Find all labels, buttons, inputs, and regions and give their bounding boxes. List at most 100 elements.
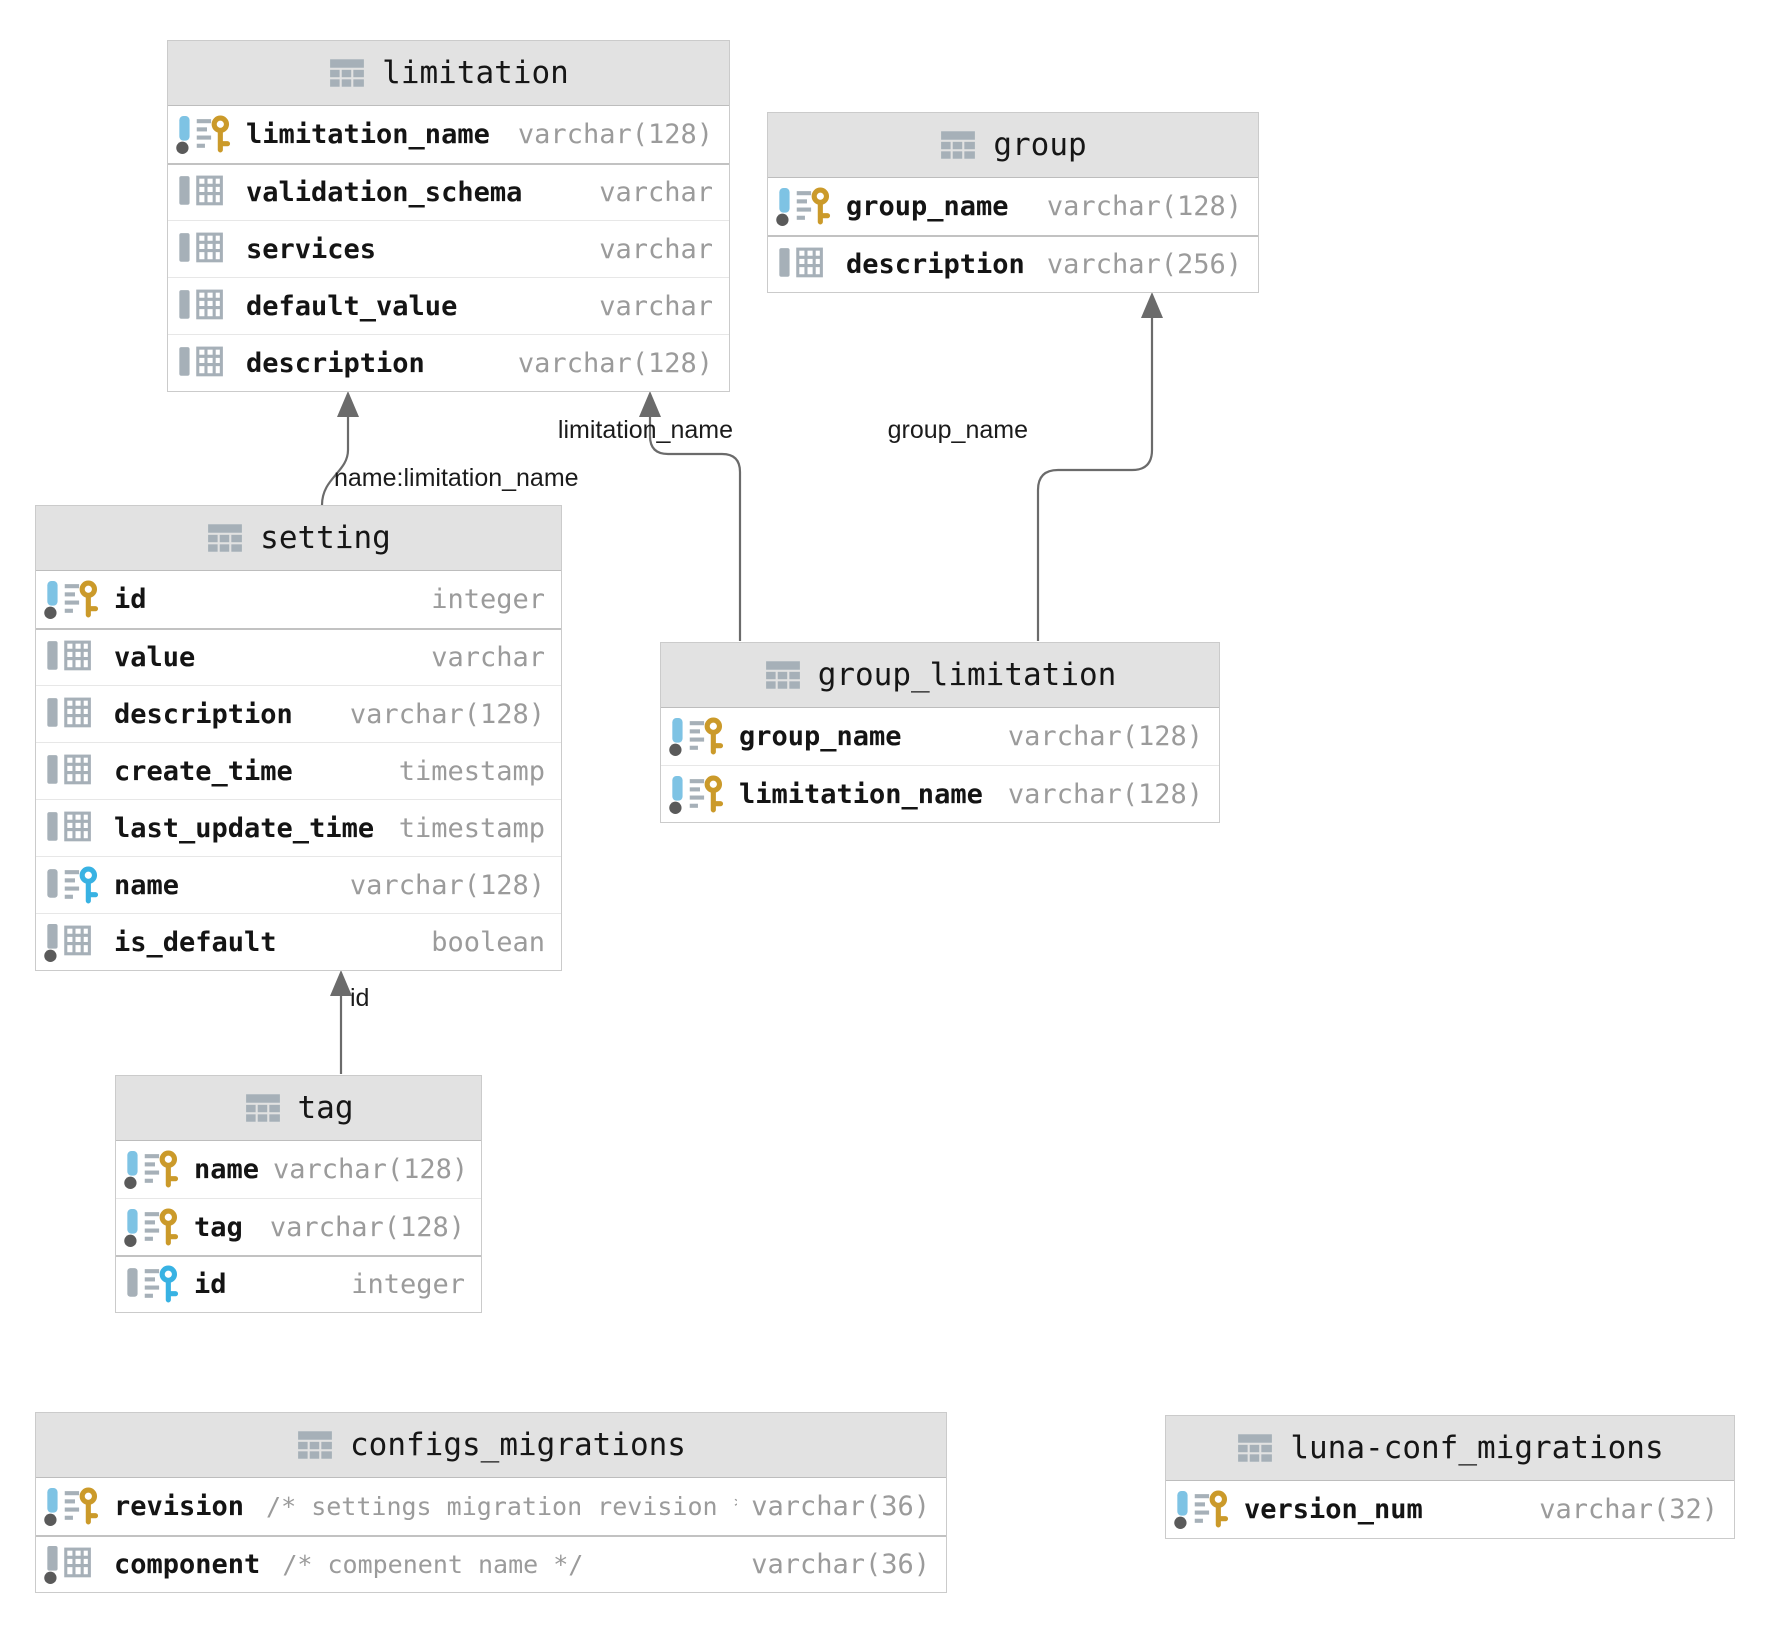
table-icon: [1236, 1431, 1274, 1465]
column-notnull-icon: [42, 922, 114, 963]
column-icon: [174, 172, 246, 213]
relationship-edge-tag-to-setting[interactable]: id: [330, 970, 369, 1074]
column-type: varchar(128): [1007, 721, 1203, 752]
column-name: value: [114, 642, 196, 673]
edge-line: [1036, 318, 1154, 641]
table-configs_migrations[interactable]: configs_migrations revision/* set: [35, 1412, 947, 1593]
relationship-edge-setting-to-limitation[interactable]: name:limitation_name: [320, 391, 579, 506]
table-title: group_limitation: [817, 657, 1117, 693]
table-header: configs_migrations: [36, 1413, 946, 1478]
column-icon: [174, 286, 246, 327]
edge-arrowhead: [337, 391, 359, 417]
column-type: varchar(128): [349, 698, 545, 730]
column-type: varchar(128): [1046, 191, 1242, 222]
column-name: create_time: [114, 755, 293, 787]
column-row: description varchar(256): [768, 235, 1258, 292]
column-row: default_value varchar: [168, 277, 729, 334]
edge-label: id: [350, 984, 369, 1012]
primary-key-icon: [667, 774, 739, 815]
column-icon: [42, 808, 114, 849]
column-comment: /* settings migration revision */: [266, 1492, 738, 1521]
column-type: varchar: [599, 233, 713, 265]
table-title: luna-conf_migrations: [1290, 1430, 1664, 1466]
column-row: description varchar(128): [36, 685, 561, 742]
table-icon: [328, 56, 366, 90]
edge-arrowhead: [330, 970, 352, 996]
column-row: group_name varchar(128): [768, 178, 1258, 235]
column-type: varchar(128): [273, 1154, 469, 1185]
primary-key-icon: [42, 1486, 114, 1527]
edge-line: [648, 417, 742, 641]
column-name: version_num: [1244, 1494, 1423, 1525]
table-icon: [206, 521, 244, 555]
column-icon: [42, 637, 114, 678]
relationship-edge-group_limitation-to-group[interactable]: group_name: [888, 292, 1163, 641]
table-title: group: [993, 127, 1087, 163]
primary-key-icon: [774, 186, 846, 227]
column-row: version_num varchar(32): [1166, 1481, 1734, 1538]
column-icon: [42, 694, 114, 735]
column-name: revision: [114, 1491, 245, 1522]
column-type: varchar: [599, 290, 713, 322]
column-name: default_value: [246, 290, 458, 322]
column-row: component /* compenent name */ varchar(36): [36, 1535, 946, 1592]
column-name: description: [246, 347, 425, 379]
column-name: name: [114, 869, 180, 901]
edge-label: limitation_name: [558, 416, 733, 444]
column-icon: [42, 751, 114, 792]
column-type: varchar(256): [1046, 249, 1242, 280]
column-name: group_name: [846, 191, 1009, 222]
table-tag[interactable]: tag name varchar(128): [115, 1075, 482, 1313]
column-name: limitation_name: [246, 119, 490, 150]
table-header: group: [768, 113, 1258, 178]
edge-label: name:limitation_name: [334, 464, 579, 492]
table-title: setting: [260, 520, 391, 556]
column-type: varchar(128): [269, 1211, 465, 1243]
column-name: description: [114, 698, 293, 730]
column-name: component: [114, 1549, 261, 1580]
column-row: revision /* settings migration revision *…: [36, 1478, 946, 1535]
table-group[interactable]: group group_name varchar(128): [767, 112, 1259, 293]
table-title: limitation: [382, 55, 569, 91]
column-name: is_default: [114, 926, 277, 958]
column-type: varchar(36): [751, 1549, 930, 1580]
table-icon: [296, 1428, 334, 1462]
table-title: configs_migrations: [350, 1427, 686, 1463]
table-header: limitation: [168, 41, 729, 106]
column-type: varchar(128): [517, 347, 713, 379]
edge-line: [320, 417, 350, 506]
edge-arrowhead: [639, 391, 661, 417]
primary-key-icon: [667, 716, 739, 757]
edge-label: group_name: [888, 416, 1028, 444]
table-icon: [244, 1091, 282, 1125]
table-header: group_limitation: [661, 643, 1219, 708]
column-type: timestamp: [398, 812, 545, 844]
column-type: varchar(36): [751, 1491, 930, 1522]
column-comment: /* compenent name */: [282, 1550, 584, 1579]
table-icon: [764, 658, 802, 692]
column-type: integer: [351, 1269, 465, 1300]
unique-key-icon: [42, 865, 114, 906]
column-name: description: [846, 249, 1025, 280]
table-title: tag: [297, 1090, 354, 1126]
column-type: boolean: [431, 926, 545, 958]
primary-key-icon: [42, 579, 114, 620]
column-name: name: [194, 1154, 260, 1185]
column-type: varchar(128): [517, 119, 713, 150]
relationship-edge-group_limitation-to-limitation[interactable]: limitation_name: [558, 391, 742, 641]
column-type: varchar(32): [1539, 1494, 1718, 1525]
primary-key-icon: [1172, 1489, 1244, 1530]
column-name: validation_schema: [246, 177, 523, 208]
